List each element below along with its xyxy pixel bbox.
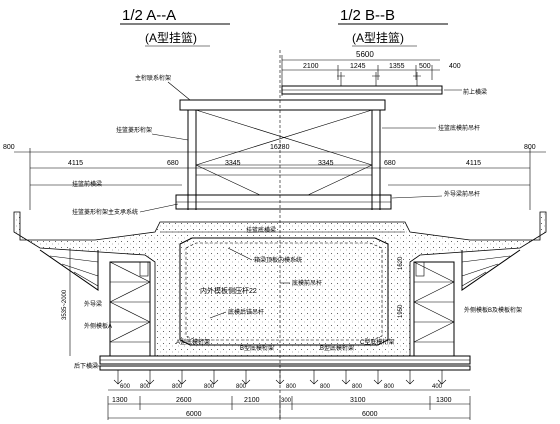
dim-b-800-1: 800: [140, 384, 151, 390]
front-upper-crossbeam: 前上横梁: [281, 72, 487, 96]
dim-3535: 3535~2000: [62, 289, 68, 320]
label-outer-frame: 外侧模板A: [84, 322, 112, 330]
dim-bottom-1300-right: 1300: [436, 397, 452, 404]
diamond-truss: 主桁联系桁架 挂篮菱形桁架 挂篮底模前吊杆 外导梁前吊杆: [116, 74, 480, 210]
dim-3345-right: 3345: [318, 160, 334, 167]
dim-bottom-300: 300: [281, 398, 292, 404]
dim-4115-left: 4115: [68, 160, 83, 167]
label-rear-bolt: 底模后锚吊杆: [228, 308, 264, 316]
dim-680-right: 680: [384, 160, 396, 167]
label-bottom-frame: 挂篮底横梁: [246, 226, 276, 234]
dim-bottom-2100: 2100: [244, 397, 260, 404]
label-guide-left: 挂篮前横梁: [72, 180, 102, 188]
dim-b-800-7: 800: [352, 384, 363, 390]
dim-1355: 1355: [389, 63, 405, 70]
label-outer-guide: 外导梁: [84, 300, 102, 308]
dim-b-800-4: 800: [236, 384, 247, 390]
dim-3345-left: 3345: [225, 160, 241, 167]
label-c-node: C型底模桁架: [360, 338, 394, 346]
label-rear-beam: 后下横梁: [74, 362, 98, 370]
title-left: 1/2 A--A (A型挂篮): [120, 7, 230, 47]
dim-400: 400: [449, 63, 461, 70]
dim-bottom-3100: 3100: [350, 397, 366, 404]
dim-5600: 5600: [356, 50, 374, 59]
span-dimension: 16280 800 800 4115 680 3345 3345 680 411…: [3, 144, 546, 216]
dim-b-800-5: 800: [286, 384, 297, 390]
title-right-text: 1/2 B--B: [340, 7, 395, 24]
label-bottom-hanger: 底模前吊杆: [292, 279, 322, 287]
inner-labels: 挂篮底横梁 箱梁顶板内模系统 内外模板侧压杆22 底模前吊杆 底模后锚吊杆: [200, 226, 322, 319]
dim-bottom-1300-left: 1300: [112, 397, 128, 404]
title-left-text: 1/2 A--A: [122, 7, 176, 24]
dim-bottom-2600: 2600: [176, 397, 192, 404]
top-dimensions: 5600 2100 1245 1355 500 400: [281, 50, 461, 96]
label-vertical-truss: 主桁联系桁架: [135, 74, 171, 82]
label-right-frame: 外侧模板B及模板桁架: [464, 306, 522, 314]
label-inner-frame: 内外模板侧压杆22: [200, 286, 257, 295]
right-outer-frame: 外侧模板B及模板桁架 1620 1950: [398, 249, 522, 357]
dim-b-800-2: 800: [172, 384, 183, 390]
box-girder-section: [13, 211, 547, 357]
dim-1950: 1950: [398, 304, 404, 318]
dim-b-800-6: 800: [320, 384, 331, 390]
dim-top-2100: 2100: [303, 63, 319, 70]
dim-bottom-6000-left: 6000: [186, 411, 202, 418]
label-top-cross: 前上横梁: [463, 88, 487, 96]
label-front-hanger: 挂篮底模前吊杆: [438, 124, 480, 132]
label-a-node-left: A型底模桁架: [176, 338, 210, 346]
title-left-sub: (A型挂篮): [145, 30, 197, 45]
title-right-sub: (A型挂篮): [352, 30, 404, 45]
dim-b-800-3: 800: [204, 384, 215, 390]
bottom-dimensions: 600 800 800 800 800 800 800 800 800 400 …: [107, 384, 471, 420]
dim-1245: 1245: [350, 63, 366, 70]
dim-800-left: 800: [3, 144, 15, 151]
label-b-node: B型底模桁架: [320, 344, 354, 352]
label-a-node-mid: B型底模桁架: [240, 344, 274, 352]
dim-b-800-8: 800: [384, 384, 395, 390]
dim-500: 500: [419, 63, 431, 70]
dim-1620: 1620: [398, 256, 404, 270]
dim-b-400: 400: [432, 384, 443, 390]
dim-680-left: 680: [167, 160, 179, 167]
dim-bottom-6000-right: 6000: [362, 411, 378, 418]
dim-4115-right: 4115: [466, 160, 481, 167]
label-outer-rail: 外导梁前吊杆: [444, 190, 480, 198]
dim-800-right: 800: [524, 144, 536, 151]
label-anchor: 挂篮菱形桁架主支承系统: [72, 208, 138, 216]
left-outer-frame: 外导梁 外侧模板A 3535~2000: [39, 248, 151, 357]
title-right: 1/2 B--B (A型挂篮): [338, 7, 448, 47]
label-truss-diag: 挂篮菱形桁架: [116, 126, 152, 134]
label-inner-top: 箱梁顶板内模系统: [254, 256, 302, 264]
dim-b-600: 600: [120, 384, 131, 390]
